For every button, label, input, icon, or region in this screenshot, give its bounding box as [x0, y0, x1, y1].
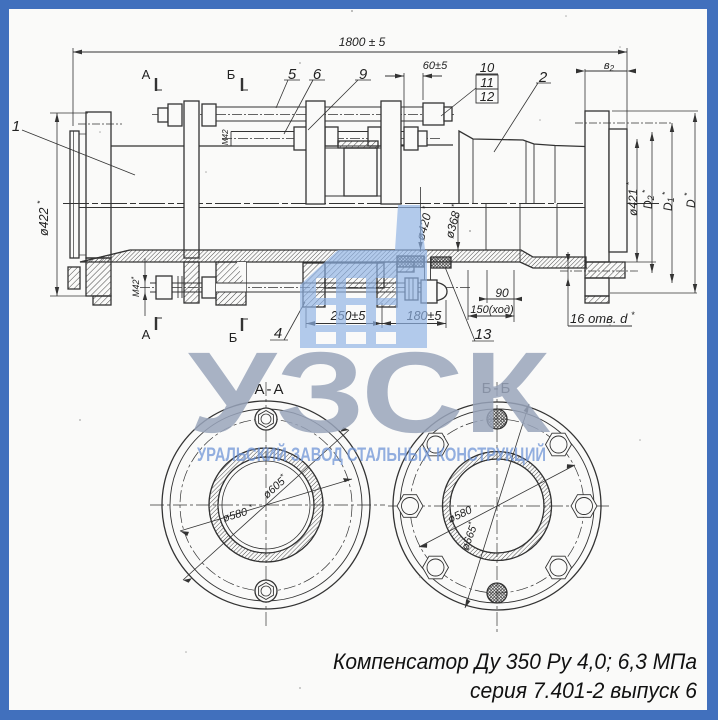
svg-text:1800 ± 5: 1800 ± 5	[339, 35, 386, 49]
svg-text:16 отв. d *: 16 отв. d *	[570, 310, 635, 326]
svg-text:10: 10	[480, 60, 495, 75]
svg-text:Б-Б: Б-Б	[482, 380, 513, 397]
svg-text:6: 6	[313, 66, 322, 83]
svg-text:1: 1	[12, 118, 20, 135]
svg-text:Компенсатор Ду 350 Ру 4,0; 6,3: Компенсатор Ду 350 Ру 4,0; 6,3 МПа	[333, 649, 697, 674]
svg-text:Б: Б	[229, 330, 238, 345]
svg-text:11: 11	[480, 75, 494, 90]
svg-text:ø421 *: ø421 *	[625, 181, 640, 216]
svg-text:А-А: А-А	[254, 381, 285, 398]
svg-text:13: 13	[475, 326, 492, 343]
svg-text:Б: Б	[227, 67, 236, 82]
svg-text:М42*: М42*	[131, 276, 141, 297]
svg-text:А: А	[142, 67, 151, 82]
svg-text:150(ход): 150(ход)	[470, 304, 514, 316]
svg-text:М42: М42	[221, 129, 230, 145]
svg-text:ø422 *: ø422 *	[36, 200, 51, 236]
svg-text:12: 12	[480, 89, 495, 104]
svg-text:90: 90	[495, 286, 509, 300]
svg-text:УЗСК: УЗСК	[188, 329, 551, 457]
svg-text:в2: в2	[604, 60, 615, 73]
svg-text:9: 9	[359, 66, 368, 83]
svg-text:5: 5	[288, 66, 297, 83]
svg-text:А: А	[142, 327, 151, 342]
svg-text:4: 4	[274, 325, 282, 342]
svg-text:УРАЛЬСКИЙ ЗАВОД СТАЛЬНЫХ КОНСТ: УРАЛЬСКИЙ ЗАВОД СТАЛЬНЫХ КОНСТРУКЦИЙ	[197, 444, 546, 466]
svg-text:250±5: 250±5	[330, 309, 366, 323]
svg-text:60±5: 60±5	[423, 60, 448, 72]
svg-text:серия 7.401-2 выпуск 6: серия 7.401-2 выпуск 6	[470, 678, 698, 703]
svg-text:2: 2	[538, 69, 548, 86]
